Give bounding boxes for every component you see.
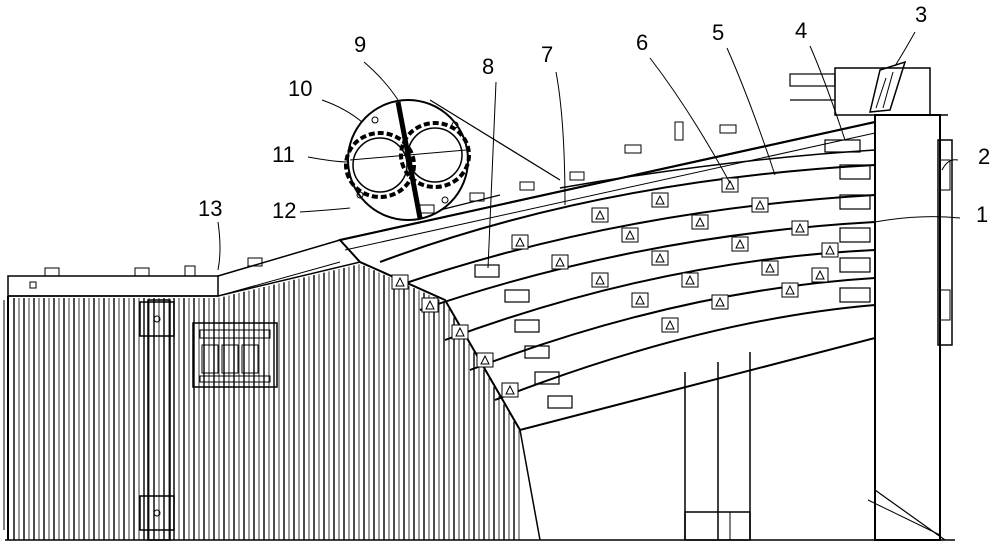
- callout-7: 7: [541, 42, 553, 67]
- callout-4: 4: [795, 18, 807, 43]
- callout-12: 12: [272, 198, 296, 223]
- callout-13: 13: [198, 196, 222, 221]
- spring-box: [192, 322, 278, 388]
- callout-10: 10: [288, 76, 312, 101]
- exciter-assembly: [344, 99, 561, 221]
- leader-lines: [217, 31, 961, 271]
- feed-boxes: [824, 139, 871, 303]
- support-post: [139, 299, 175, 541]
- callout-1: 1: [976, 202, 988, 227]
- callout-labels: 1 2 3 4 5 6 7 8 9 10 11 12 13: [198, 2, 990, 227]
- deck-clamps: [474, 264, 573, 409]
- callout-6: 6: [636, 30, 648, 55]
- callout-9: 9: [354, 32, 366, 57]
- callout-5: 5: [712, 20, 724, 45]
- ribbed-side-panel: [13, 264, 520, 540]
- callout-2: 2: [978, 144, 990, 169]
- support-frame: [684, 114, 953, 541]
- callout-11: 11: [272, 142, 295, 167]
- callout-3: 3: [915, 2, 927, 27]
- callout-8: 8: [482, 54, 494, 79]
- panel-markers: [391, 177, 839, 398]
- feed-chute: [789, 60, 931, 116]
